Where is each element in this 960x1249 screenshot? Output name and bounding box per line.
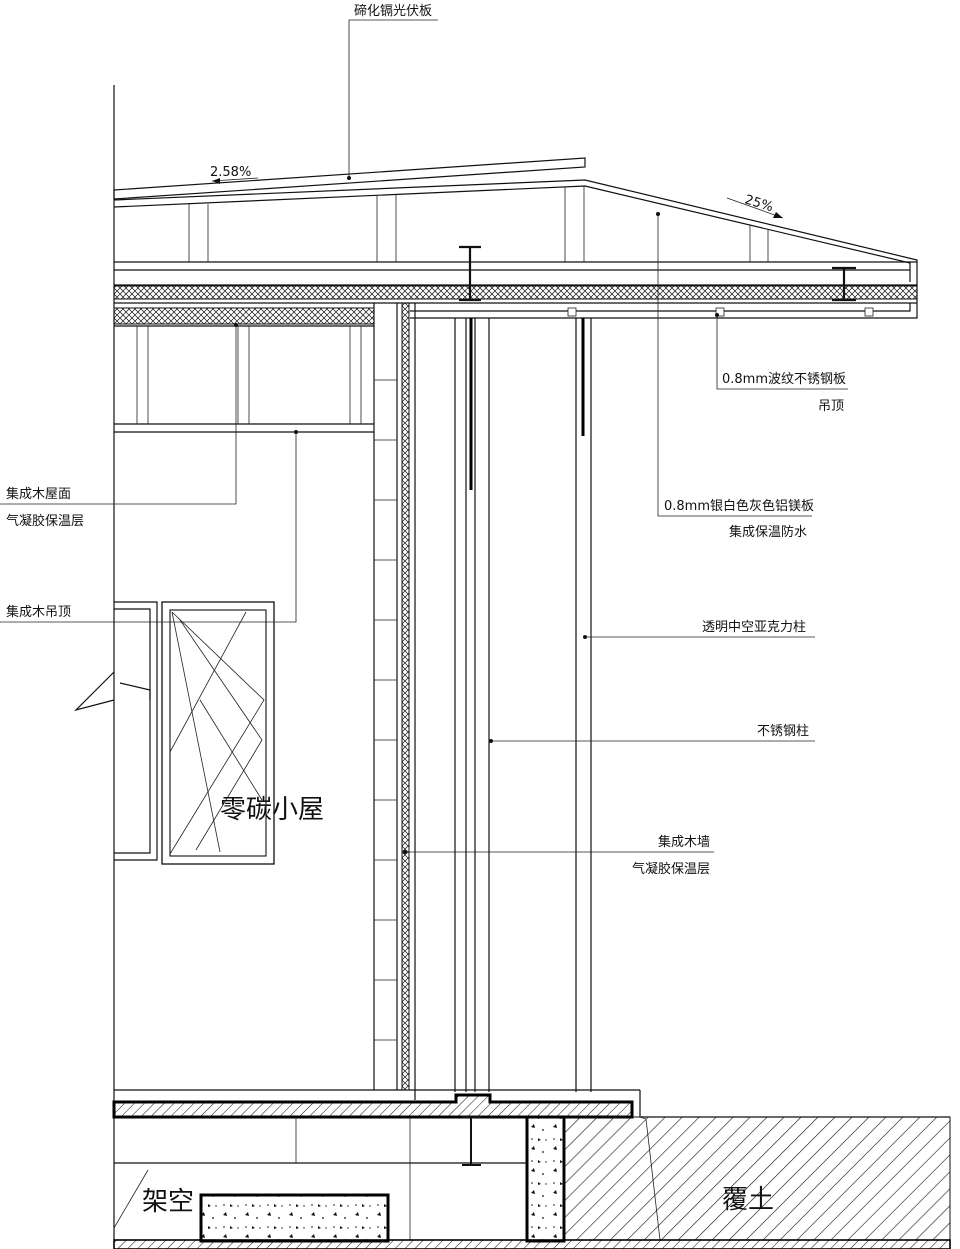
roof-assembly: 2.58% 25% [113,157,918,319]
wall-section [373,302,416,1100]
roof-material-label: 碲化镉光伏板 [354,3,432,19]
slope-left-label: 2.58% [210,165,251,180]
roof-insulation-band [113,285,918,300]
ceiling-right-label-1: 0.8mm波纹不锈钢板 [722,372,846,387]
wall-label-2: 气凝胶保温层 [632,861,710,877]
floor-slab [112,1093,634,1119]
wall-insulation [401,302,410,1091]
footing [199,1193,390,1243]
left-building-edge [74,85,275,1240]
roof-cover-left [113,179,918,285]
wall-studs [374,379,397,1041]
i-beam-right [832,266,856,302]
i-beam-left [459,245,481,302]
leader-lines [0,19,848,853]
slope-right-label: 25% [743,192,775,215]
acrylic-column-label: 透明中空亚克力柱 [702,620,806,635]
soil-fill [564,1116,951,1241]
wall-label-1: 集成木墙 [658,834,710,850]
steel-column-label: 不锈钢柱 [757,724,809,739]
house-label: 零碳小屋 [220,795,324,825]
roof-left-label-1: 集成木屋面 [6,486,71,502]
roof-rafters [188,186,769,262]
ground-band [113,1239,951,1249]
crawl-space-label: 架空 [142,1187,194,1217]
ceiling-box [113,307,375,433]
ceiling-right-label-2: 吊顶 [818,399,844,414]
columns [454,318,592,1092]
ceiling-left-label: 集成木吊顶 [6,604,71,620]
soil-label: 覆土 [722,1185,774,1215]
alu-panel-label-2: 集成保温防水 [729,524,807,540]
retaining-wall [525,1115,566,1243]
roof-left-label-2: 气凝胶保温层 [6,513,84,529]
window-frame [161,601,275,865]
foundation [112,1089,951,1249]
window-glass-lines [169,611,265,855]
alu-panel-label-1: 0.8mm银白色灰色铝镁板 [664,498,814,514]
